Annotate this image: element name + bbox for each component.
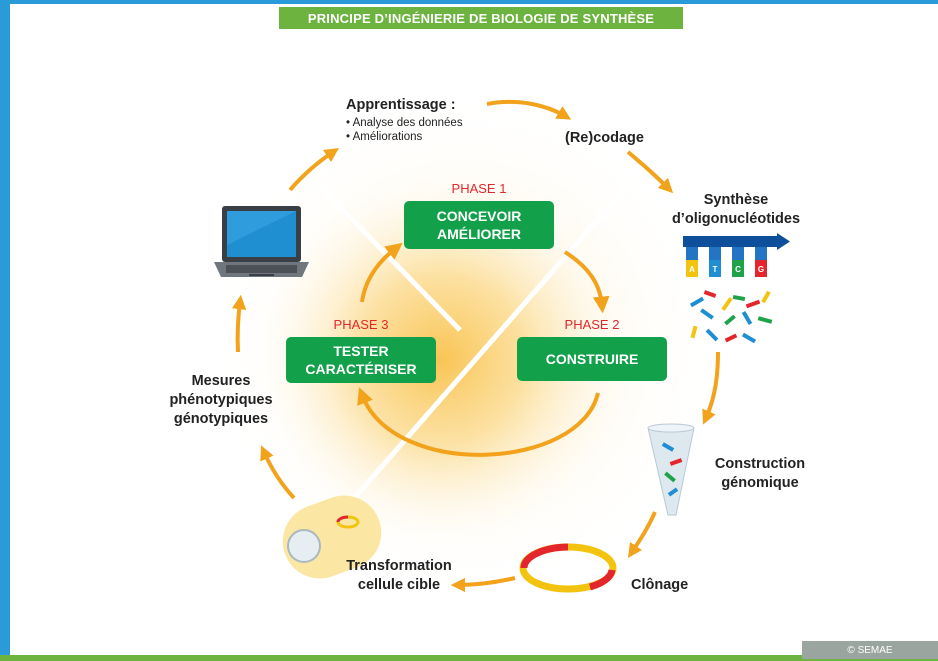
plasmid-ring-icon — [519, 543, 617, 593]
phase-1-box: CONCEVOIR AMÉLIORER — [404, 201, 554, 249]
phase-1-label: PHASE 1 — [451, 181, 507, 196]
frame-bottom-border — [0, 655, 938, 661]
transformation-label: Transformation cellule cible — [334, 557, 464, 595]
laptop-icon — [214, 206, 309, 277]
synthese-label: Synthèse d’oligonucléotides — [666, 191, 806, 229]
divider-line-2 — [298, 158, 652, 562]
outer-arrow-mesures-laptop — [231, 294, 247, 353]
phase-1-line-1: CONCEVOIR — [436, 208, 522, 224]
synthese-line-1: Synthèse — [703, 192, 769, 208]
mesures-line-2: phénotypiques — [169, 392, 273, 408]
phase-1-line-2: AMÉLIORER — [437, 226, 521, 242]
outer-arrow-construction-clonage — [628, 511, 657, 558]
frame-left-border — [0, 0, 10, 661]
phase-3-label: PHASE 3 — [333, 317, 389, 332]
outer-arrow-laptop-apprentissage — [288, 148, 339, 192]
phase-2-label: PHASE 2 — [564, 317, 620, 332]
synthese-line-2: d’oligonucléotides — [671, 211, 801, 227]
frame-top-border — [0, 0, 938, 4]
divider-line-1 — [268, 133, 462, 332]
transformation-line-1: Transformation — [346, 558, 452, 574]
outer-arrow-recodage-synthese — [626, 150, 674, 194]
inner-arrow-phase1-to-2 — [563, 250, 610, 314]
mesures-line-3: génotypiques — [173, 411, 269, 427]
phase-3-line-1: TESTER — [333, 343, 389, 359]
transformation-line-2: cellule cible — [357, 577, 441, 593]
oligo-letter-a: A — [689, 265, 695, 274]
mesures-line-1: Mesures — [191, 373, 251, 389]
inner-arrow-phase2-to-3 — [357, 387, 600, 457]
clonage-label: Clônage — [631, 577, 689, 593]
outer-arrow-synthese-construction — [702, 351, 720, 425]
copyright-credit: © SEMAE — [802, 641, 938, 659]
phase-2-line-1: CONSTRUIRE — [545, 351, 639, 367]
inner-arrow-phase3-to-1 — [360, 242, 403, 303]
dna-fragments-icon — [689, 290, 773, 344]
construction-line-2: génomique — [721, 475, 799, 491]
phase-2-box: CONSTRUIRE — [517, 337, 667, 381]
phase-3-line-2: CARACTÉRISER — [305, 361, 417, 377]
test-tube-icon — [647, 423, 695, 516]
apprentissage-title: Apprentissage : — [346, 97, 456, 113]
phase-3-box: TESTER CARACTÉRISER — [286, 337, 436, 383]
construction-label: Construction génomique — [700, 455, 820, 493]
apprentissage-bullet-1: • Analyse des données — [346, 117, 463, 129]
outer-arrow-clonage-transformation — [450, 576, 516, 593]
apprentissage-bullets: • Analyse des données • Améliorations — [346, 116, 463, 144]
oligonucleotide-comb-icon: A T C G — [683, 233, 790, 277]
target-cell-icon — [282, 495, 382, 579]
oligo-letter-c: C — [735, 265, 741, 274]
construction-line-1: Construction — [714, 456, 806, 472]
outer-arrow-transformation-mesures — [260, 445, 296, 500]
mesures-label: Mesures phénotypiques génotypiques — [156, 372, 286, 429]
outer-arrow-apprentissage-recodage — [486, 99, 572, 120]
center-glow — [250, 170, 630, 550]
oligo-letter-g: G — [758, 265, 764, 274]
apprentissage-bullet-2: • Améliorations — [346, 131, 423, 143]
recodage-label: (Re)codage — [565, 130, 644, 146]
oligo-letter-t: T — [713, 265, 718, 274]
diagram-title: PRINCIPE D’INGÉNIERIE DE BIOLOGIE DE SYN… — [279, 7, 683, 29]
